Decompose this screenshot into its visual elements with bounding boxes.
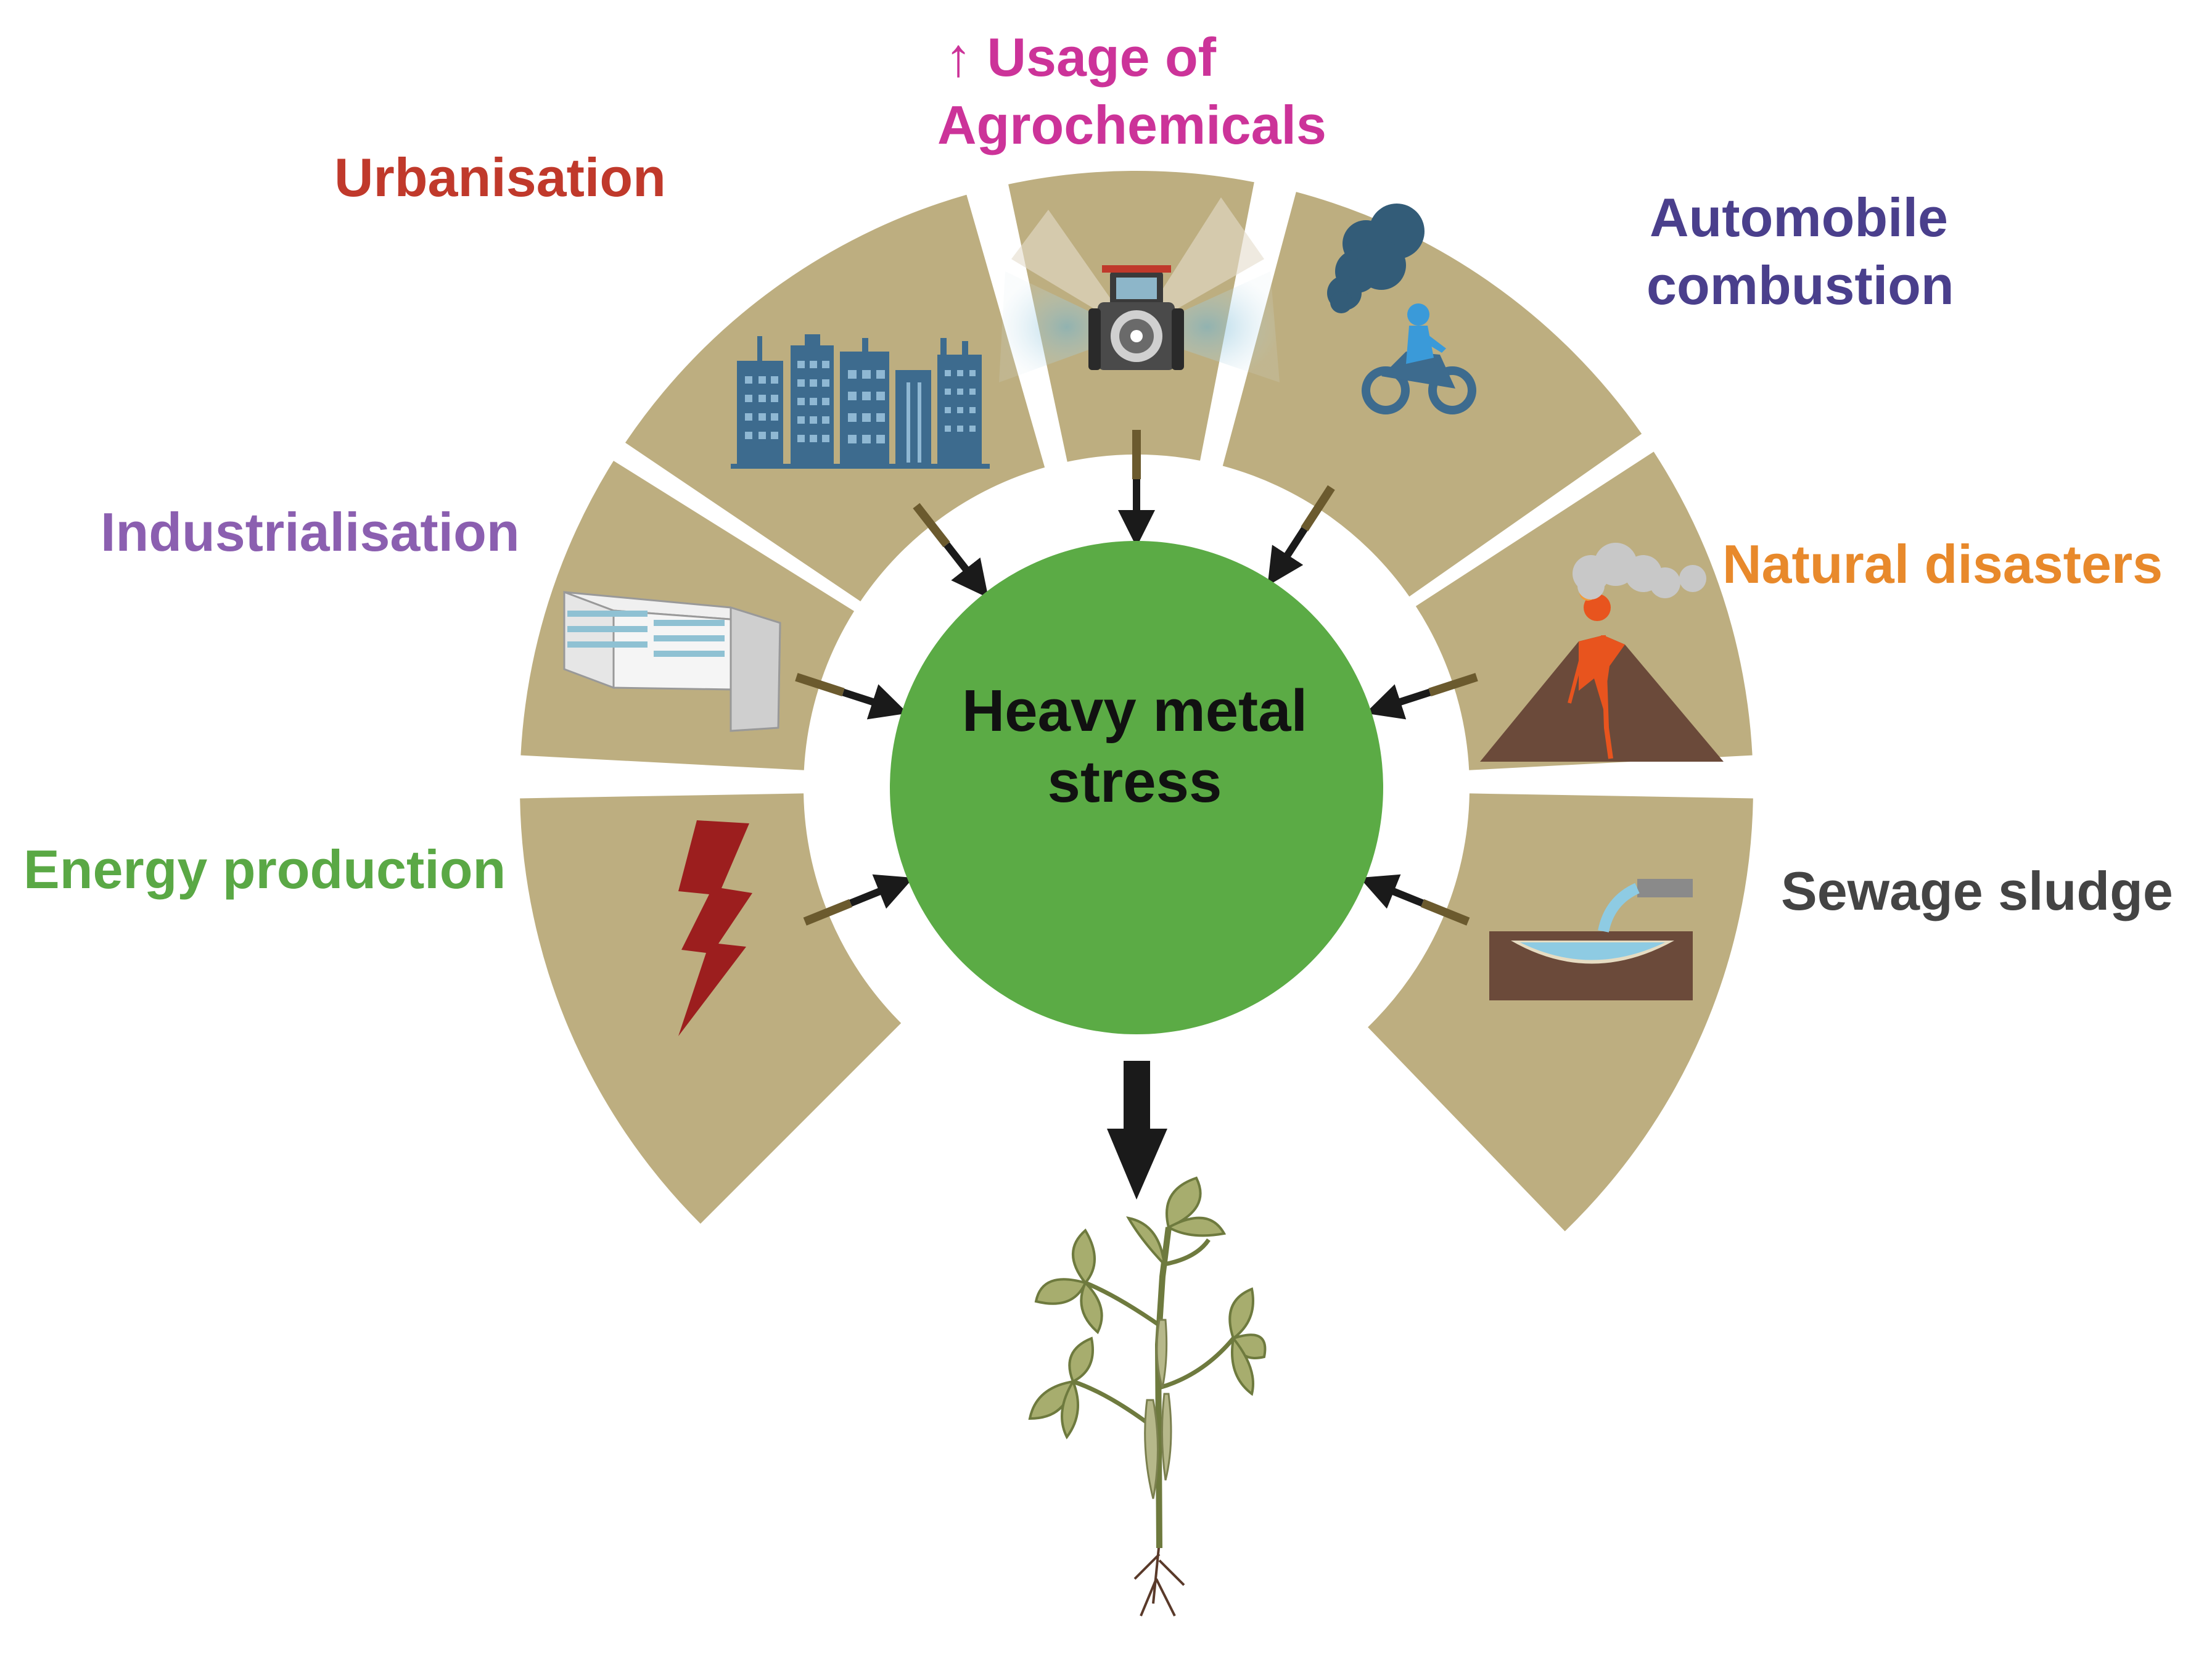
source-arrows	[795, 430, 1478, 926]
arrow-head	[944, 542, 989, 598]
plant-icon	[1028, 1176, 1267, 1617]
tractor-icon	[999, 197, 1280, 382]
sector-urbanisation	[625, 194, 1045, 602]
arrow-head	[1359, 874, 1424, 909]
buildings-icon	[731, 334, 990, 469]
smoke-icon	[1327, 204, 1425, 313]
motorcycle-icon	[1362, 303, 1476, 414]
label-automobile: Automobile combustion	[1647, 184, 1954, 319]
label-automobile-line2: combustion	[1647, 255, 1954, 316]
label-automobile-line1: Automobile	[1650, 187, 1948, 248]
label-natural-disasters: Natural disasters	[1722, 533, 2163, 595]
center-label: Heavy metal stress	[888, 675, 1381, 817]
lightning-icon	[678, 820, 752, 1036]
factory-icon	[563, 590, 781, 732]
sector-sewage	[1368, 793, 1753, 1232]
label-industrialisation: Industrialisation	[101, 501, 520, 562]
arrow-head	[849, 874, 914, 909]
sewage-pipe-icon	[1489, 879, 1693, 1000]
center-label-line2: stress	[1047, 749, 1222, 815]
label-agrochemicals-line2: Agrochemicals	[937, 94, 1326, 155]
volcano-icon	[1480, 543, 1724, 762]
arrow-head	[1365, 684, 1431, 720]
label-agrochemicals-line1: ↑ Usage of	[945, 27, 1217, 88]
arrow-head	[842, 684, 908, 720]
arrow-tail	[803, 899, 853, 926]
arrow-tail	[1301, 485, 1335, 532]
down-arrow	[1107, 1061, 1167, 1200]
label-urbanisation: Urbanisation	[334, 147, 666, 208]
arrow-tail	[913, 503, 950, 548]
arrow-tail	[1428, 673, 1478, 697]
arrow-head	[1267, 527, 1308, 586]
label-energy-production: Energy production	[23, 839, 506, 900]
center-label-line1: Heavy metal	[961, 678, 1308, 744]
arrow-tail	[1420, 899, 1470, 926]
label-sewage-sludge: Sewage sludge	[1781, 860, 2173, 921]
sector-energy	[520, 793, 902, 1224]
label-agrochemicals: ↑ Usage of Agrochemicals	[937, 23, 1344, 159]
heavy-metal-stress-circle	[890, 541, 1383, 1034]
arrow-tail	[795, 673, 845, 697]
